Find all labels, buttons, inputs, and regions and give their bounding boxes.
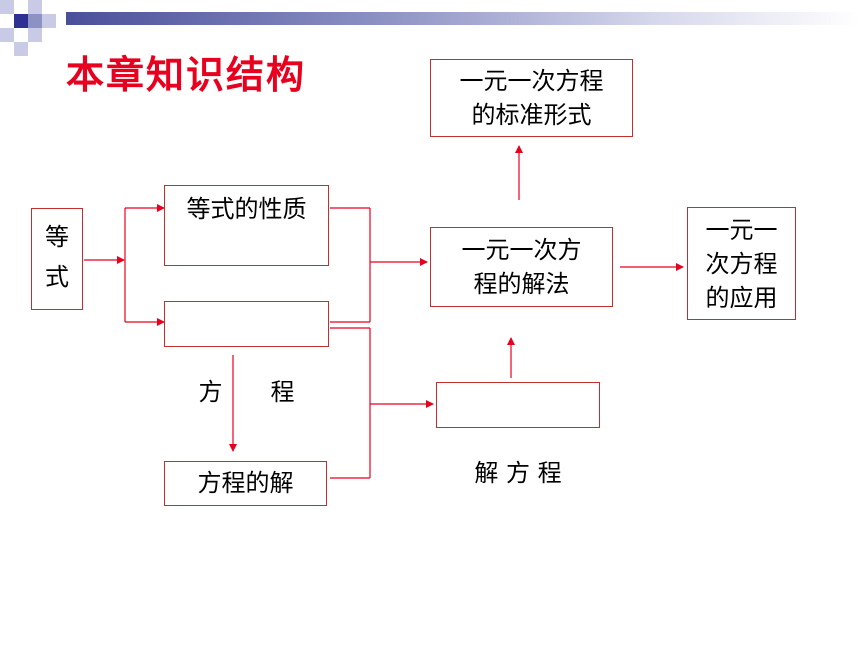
decor-square bbox=[42, 14, 56, 28]
node-jie-label: 方程的解 bbox=[197, 469, 294, 497]
node-fangcheng: 方 程 bbox=[164, 301, 329, 406]
decor-square bbox=[28, 0, 42, 14]
decor-square bbox=[14, 42, 28, 56]
node-fangcheng-de-jie: 方程的解 bbox=[164, 461, 327, 506]
node-dengshi: 等 式 bbox=[31, 208, 83, 310]
node-xingzhi: 等式的性质 bbox=[164, 185, 329, 266]
node-biaozhun-line2: 的标准形式 bbox=[471, 101, 592, 129]
decor-square bbox=[0, 14, 14, 28]
node-xingzhi-label: 等式的性质 bbox=[186, 195, 307, 223]
node-yingyong-line2: 次方程 bbox=[705, 250, 778, 278]
node-fangcheng-label: 方 程 bbox=[198, 378, 295, 406]
decor-square bbox=[0, 0, 14, 14]
node-jiefangcheng: 解 方 程 bbox=[436, 382, 600, 487]
node-dengshi-line1: 等 bbox=[45, 223, 69, 251]
header-gradient-bar bbox=[66, 12, 860, 25]
node-dengshi-line2: 式 bbox=[45, 263, 69, 291]
node-jiefa-line2: 程的解法 bbox=[473, 270, 570, 298]
decor-square bbox=[28, 14, 42, 28]
node-jiefangcheng-label: 解 方 程 bbox=[474, 459, 562, 487]
decor-square bbox=[0, 28, 14, 42]
node-biaozhun: 一元一次方程 的标准形式 bbox=[430, 59, 633, 137]
decor-square bbox=[28, 28, 42, 42]
node-jiefa: 一元一次方 程的解法 bbox=[430, 227, 613, 307]
node-yingyong-line1: 一元一 bbox=[705, 216, 778, 244]
node-biaozhun-line1: 一元一次方程 bbox=[459, 67, 604, 95]
node-jiefa-line1: 一元一次方 bbox=[461, 236, 582, 264]
node-yingyong: 一元一 次方程 的应用 bbox=[687, 207, 796, 320]
decor-square bbox=[14, 0, 28, 14]
node-yingyong-line3: 的应用 bbox=[705, 284, 778, 312]
page-title: 本章知识结构 bbox=[66, 53, 307, 97]
decor-square bbox=[14, 14, 28, 28]
decor-square bbox=[42, 0, 56, 14]
